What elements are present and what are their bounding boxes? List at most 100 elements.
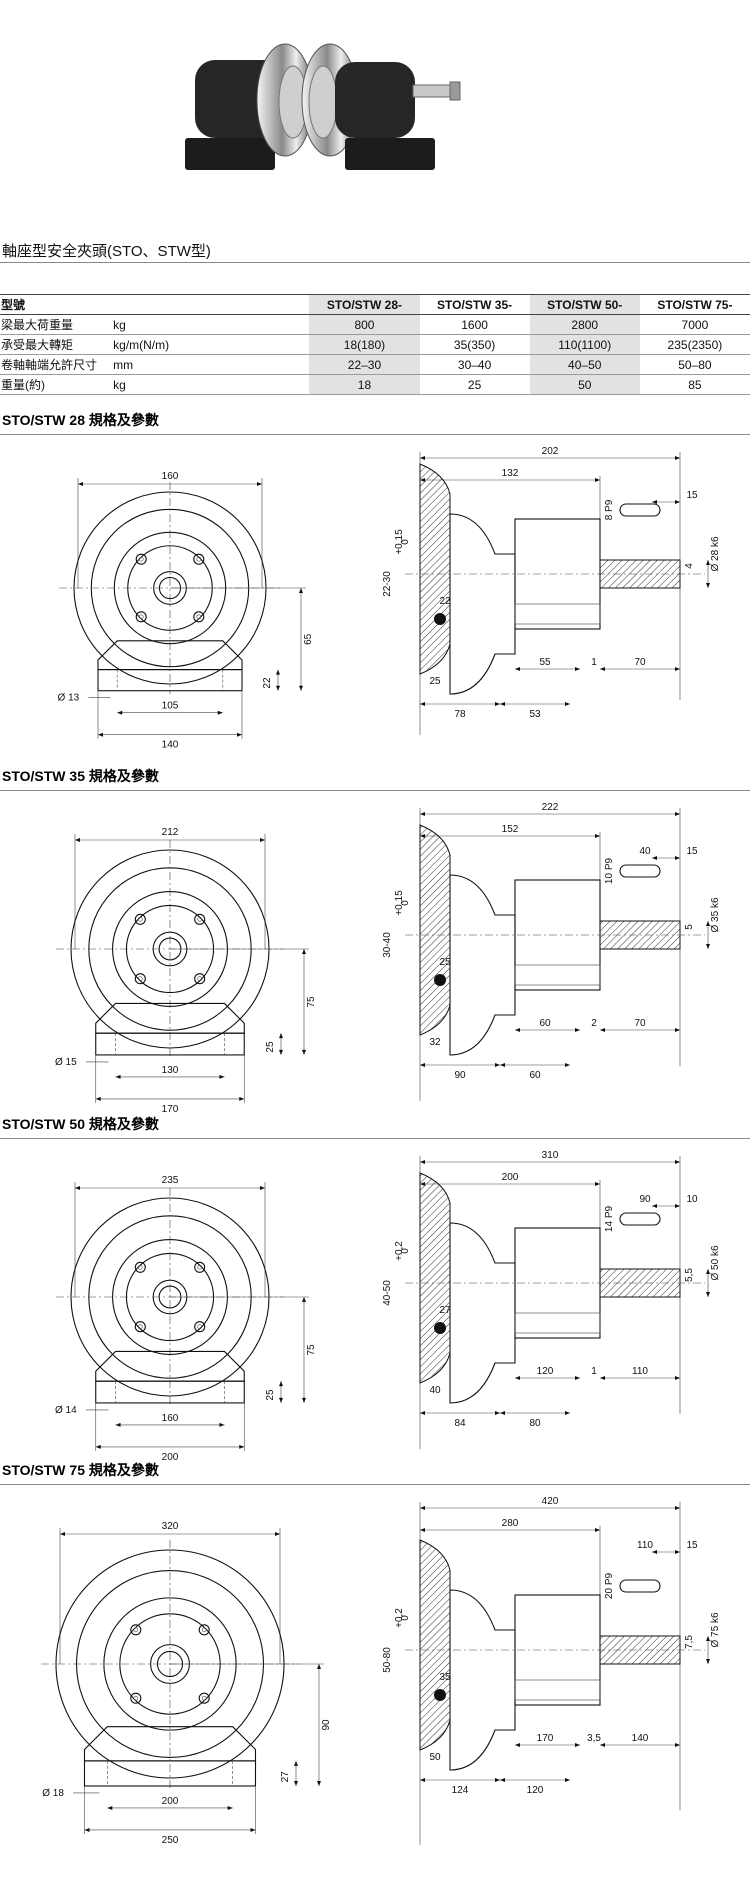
dim-foot-outer: 250 [162, 1835, 179, 1846]
dim-shaft-length: 110 [632, 1366, 648, 1377]
section-divider [0, 790, 750, 791]
dim-depth: 27 [439, 1305, 451, 1316]
section-title: 軸座型安全夾頭(STO、STW型) [2, 243, 211, 260]
dim-key-length: 90 [639, 1194, 651, 1205]
dim-foot-height: 22 [262, 677, 273, 689]
section-divider [0, 434, 750, 435]
dim-base-b: 120 [527, 1785, 544, 1796]
dim-range: 40-50 [382, 1280, 393, 1306]
dim-step: 1 [591, 657, 597, 668]
dim-tol-plus: +0,15 [394, 890, 405, 916]
dim-shaft-offset: 4 [684, 563, 695, 569]
dim-lip: 40 [429, 1385, 441, 1396]
dim-shaft-dia: Ø 28 k6 [710, 536, 720, 571]
dim-shaft-length: 70 [634, 657, 646, 668]
table-cell: 50 [529, 374, 640, 395]
dim-key-width: 15 [686, 490, 698, 501]
table-row: 卷軸軸端允許尺寸 mm 22–30 30–40 40–50 50–80 [0, 354, 750, 375]
row-unit: kg [113, 374, 304, 395]
header-col: STO/STW 28- [309, 294, 420, 315]
dim-overall: 222 [542, 802, 559, 813]
spec-table: 型號 STO/STW 28- STO/STW 35- STO/STW 50- S… [0, 294, 750, 395]
dim-depth: 22 [439, 596, 451, 607]
dim-foot-outer: 140 [162, 740, 179, 751]
dim-tol-plus: +0,15 [394, 529, 405, 555]
dim-lip: 50 [429, 1752, 441, 1763]
spec-title: STO/STW 28 規格及參數 [2, 412, 159, 428]
table-row: 重量(約) kg 18 25 50 85 [0, 374, 750, 395]
table-cell: 7000 [639, 314, 750, 335]
dim-body: 200 [502, 1172, 519, 1183]
dim-foot-height: 27 [280, 1771, 291, 1783]
dim-key-length: 40 [639, 846, 651, 857]
table-cell: 800 [309, 314, 420, 335]
table-row: 承受最大轉矩 kg/m(N/m) 18(180) 35(350) 110(110… [0, 334, 750, 355]
dim-bore: Ø 14 [55, 1405, 77, 1416]
table-cell: 18(180) [309, 334, 420, 355]
table-cell: 30–40 [419, 354, 530, 375]
dim-body: 132 [502, 468, 519, 479]
dim-tol-zero: 0 [400, 1615, 411, 1621]
dim-overall: 420 [542, 1496, 559, 1507]
header-col: STO/STW 50- [529, 294, 640, 315]
dim-depth: 35 [439, 1672, 451, 1683]
table-cell: 1600 [419, 314, 530, 335]
dim-step: 1 [591, 1366, 597, 1377]
header-col: STO/STW 75- [639, 294, 750, 315]
dim-base-a: 84 [454, 1418, 466, 1429]
row-label: 重量(約) [0, 374, 114, 395]
dim-foot-inner: 160 [162, 1413, 179, 1424]
dim-foot-height: 25 [265, 1389, 276, 1401]
table-cell: 25 [419, 374, 530, 395]
dim-shaft-dia: Ø 35 k6 [710, 897, 720, 932]
table-header-row: 型號 STO/STW 28- STO/STW 35- STO/STW 50- S… [0, 294, 750, 315]
dim-shaft-offset: 5,5 [684, 1268, 695, 1282]
dim-gap: 120 [537, 1366, 554, 1377]
dim-bore: Ø 13 [58, 693, 80, 704]
dim-tol-zero: 0 [400, 539, 411, 545]
table-cell: 50–80 [639, 354, 750, 375]
dim-key-width: 10 [686, 1194, 698, 1205]
dim-key: 14 P9 [604, 1205, 615, 1232]
dim-key-width: 15 [686, 846, 698, 857]
dim-height: 65 [303, 633, 314, 645]
dim-shaft-dia: Ø 75 k6 [710, 1612, 720, 1647]
dim-depth: 25 [439, 957, 451, 968]
dim-height: 75 [306, 1344, 317, 1356]
header-model: 型號 [0, 294, 114, 315]
dim-range: 50-80 [382, 1647, 393, 1673]
row-unit: kg [113, 314, 304, 335]
dim-lip: 25 [429, 676, 441, 687]
dim-range: 22-30 [382, 571, 393, 597]
table-cell: 2800 [529, 314, 640, 335]
dim-key: 8 P9 [604, 499, 615, 520]
row-unit: kg/m(N/m) [113, 334, 304, 355]
dim-tol-plus: +0,2 [394, 1608, 405, 1628]
dim-tol-zero: 0 [400, 900, 411, 906]
header-unit [113, 294, 304, 315]
dim-foot-outer: 200 [162, 1452, 179, 1463]
dim-gap: 60 [539, 1018, 551, 1029]
dim-shaft-offset: 5 [684, 924, 695, 930]
dim-lip: 32 [429, 1037, 441, 1048]
dim-bore: Ø 15 [55, 1057, 77, 1068]
dim-tol-plus: +0,2 [394, 1241, 405, 1261]
dim-key: 10 P9 [604, 857, 615, 884]
dim-foot-inner: 200 [162, 1796, 179, 1807]
table-cell: 18 [309, 374, 420, 395]
spec-title: STO/STW 50 規格及參數 [2, 1116, 159, 1132]
product-photo [185, 43, 461, 170]
dim-width: 212 [162, 827, 179, 838]
dim-width: 160 [162, 471, 179, 482]
dim-foot-inner: 130 [162, 1065, 179, 1076]
section-divider [0, 1484, 750, 1485]
dim-foot-inner: 105 [162, 701, 179, 712]
dim-base-a: 124 [452, 1785, 469, 1796]
